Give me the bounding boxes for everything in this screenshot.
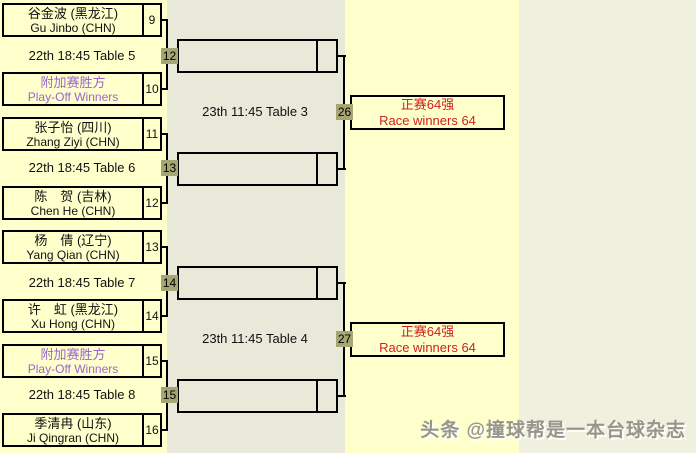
bracket-line (162, 360, 168, 362)
player-name: 许 虹 (黑龙江) Xu Hong (CHN) (4, 301, 144, 331)
player-name: 张子怡 (四川) Zhang Ziyi (CHN) (4, 119, 144, 149)
winner-number-tag: 14 (161, 275, 178, 291)
player-name-en: Chen He (CHN) (30, 203, 116, 218)
winner-number-tag: 13 (161, 160, 178, 176)
round2-slot (177, 266, 338, 300)
player-box-xu-hong: 许 虹 (黑龙江) Xu Hong (CHN) 14 (2, 299, 162, 333)
player-name: 附加赛胜方 Play-Off Winners (4, 346, 144, 376)
player-name: 附加赛胜方 Play-Off Winners (4, 74, 144, 104)
round2-match-schedule: 23th 11:45 Table 4 (202, 331, 308, 346)
player-name: 陈 贺 (吉林) Chen He (CHN) (4, 188, 144, 218)
bracket-line (162, 429, 168, 431)
race-winners-label-cn: 正赛64强 (400, 324, 455, 339)
player-name-en: Xu Hong (CHN) (30, 316, 116, 331)
player-box-zhang-ziyi: 张子怡 (四川) Zhang Ziyi (CHN) 11 (2, 117, 162, 151)
player-name-cn: 季清冉 (山东) (34, 415, 112, 431)
right-column-band (519, 0, 696, 453)
seed-number: 14 (145, 309, 159, 323)
bracket-line (338, 55, 346, 57)
round2-slot-seed (318, 154, 336, 184)
winner-number-tag: 12 (161, 48, 178, 64)
player-name-cn: 张子怡 (四川) (34, 119, 112, 135)
player-name-en: Zhang Ziyi (CHN) (26, 134, 120, 149)
winner-number-tag: 26 (336, 104, 353, 120)
match-schedule: 22th 18:45 Table 7 (28, 275, 136, 290)
player-name-en: Play-Off Winners (27, 89, 119, 104)
player-name-en: Ji Qingran (CHN) (26, 430, 119, 445)
player-name-cn: 谷金波 (黑龙江) (27, 5, 119, 21)
player-name-cn: 许 虹 (黑龙江) (27, 301, 119, 317)
player-name-cn: 杨 倩 (辽宁) (34, 232, 112, 248)
winner-number-tag: 15 (161, 387, 178, 403)
race-winners-label-cn: 正赛64强 (400, 97, 455, 112)
round2-column-band (167, 0, 345, 453)
bracket-line (162, 133, 168, 135)
round2-slot-seed (318, 41, 336, 71)
player-box-ji-qingran: 季清冉 (山东) Ji Qingran (CHN) 16 (2, 413, 162, 447)
player-name-en: Gu Jinbo (CHN) (30, 20, 116, 35)
round2-slot (177, 379, 338, 413)
seed-number: 9 (148, 13, 156, 27)
round2-slot-name (179, 381, 318, 411)
player-box-playoff-winner-1: 附加赛胜方 Play-Off Winners 10 (2, 72, 162, 106)
match-schedule: 22th 18:45 Table 6 (28, 160, 136, 175)
player-name-en: Yang Qian (CHN) (26, 247, 120, 262)
player-name: 杨 倩 (辽宁) Yang Qian (CHN) (4, 232, 144, 262)
player-box-playoff-winner-2: 附加赛胜方 Play-Off Winners 15 (2, 344, 162, 378)
round2-slot (177, 39, 338, 73)
round2-slot (177, 152, 338, 186)
player-name-cn: 附加赛胜方 (40, 74, 106, 90)
player-box-gu-jinbo: 谷金波 (黑龙江) Gu Jinbo (CHN) 9 (2, 3, 162, 37)
bracket-line (162, 246, 168, 248)
race-winners-label-en: Race winners 64 (379, 340, 476, 355)
round2-match-schedule: 23th 11:45 Table 3 (202, 104, 308, 119)
bracket-line (338, 168, 346, 170)
bracket-line (162, 88, 168, 90)
race-winners-label-en: Race winners 64 (379, 113, 476, 128)
bracket-line (338, 395, 346, 397)
player-box-yang-qian: 杨 倩 (辽宁) Yang Qian (CHN) 13 (2, 230, 162, 264)
player-name-cn: 陈 贺 (吉林) (34, 188, 112, 204)
seed-number: 12 (145, 196, 159, 210)
player-name: 季清冉 (山东) Ji Qingran (CHN) (4, 415, 144, 445)
round2-slot-name (179, 154, 318, 184)
round2-slot-seed (318, 381, 336, 411)
player-name: 谷金波 (黑龙江) Gu Jinbo (CHN) (4, 5, 144, 35)
player-name-cn: 附加赛胜方 (40, 346, 106, 362)
bracket-line (338, 282, 346, 284)
seed-number: 10 (145, 82, 159, 96)
bracket-line (162, 19, 168, 21)
player-name-en: Play-Off Winners (27, 361, 119, 376)
round2-slot-name (179, 268, 318, 298)
bracket-line (162, 202, 168, 204)
seed-number: 11 (145, 127, 159, 141)
round2-slot-name (179, 41, 318, 71)
bracket-line (162, 315, 168, 317)
seed-number: 16 (145, 423, 159, 437)
watermark-text: 头条 @撞球帮是一本台球杂志 (420, 420, 686, 441)
seed-number: 13 (145, 240, 159, 254)
match-schedule: 22th 18:45 Table 8 (28, 387, 136, 402)
player-box-chen-he: 陈 贺 (吉林) Chen He (CHN) 12 (2, 186, 162, 220)
race-winners-box: 正赛64强 Race winners 64 (350, 322, 505, 357)
race-winners-box: 正赛64强 Race winners 64 (350, 95, 505, 130)
seed-number: 15 (145, 354, 159, 368)
round2-slot-seed (318, 268, 336, 298)
match-schedule: 22th 18:45 Table 5 (28, 48, 136, 63)
winner-number-tag: 27 (336, 331, 353, 347)
